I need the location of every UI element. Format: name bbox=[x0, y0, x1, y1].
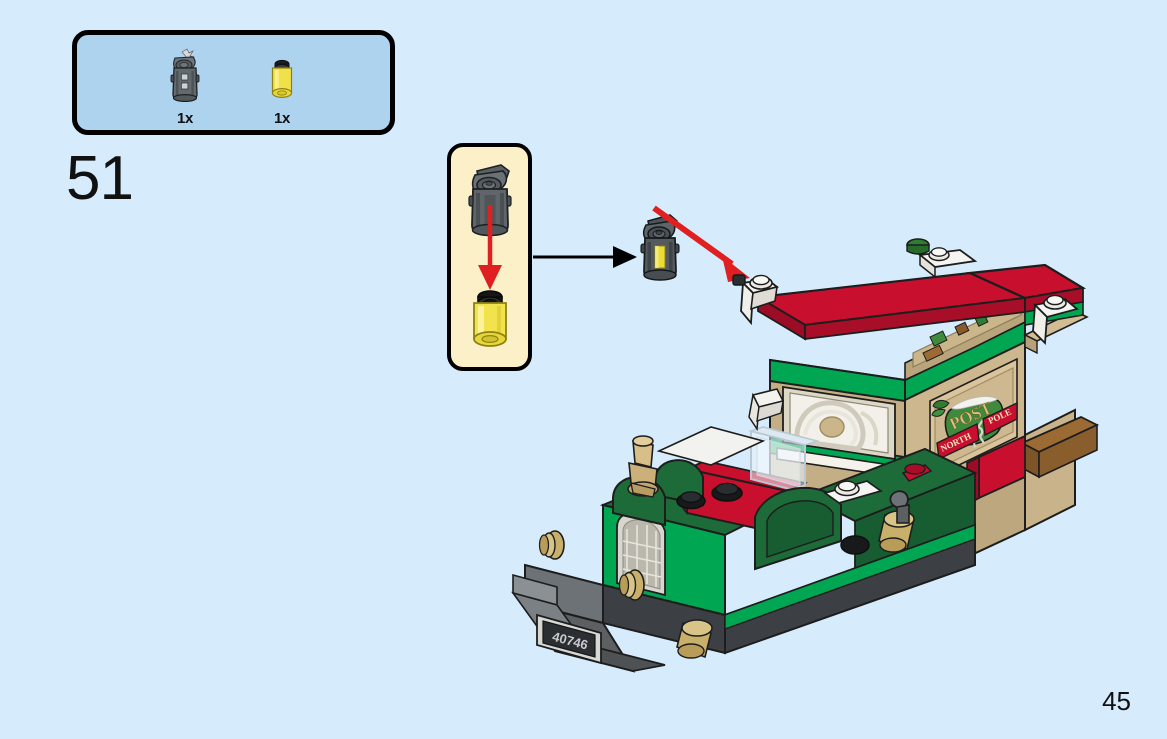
rear-stud-plate bbox=[823, 480, 883, 504]
base-green-stripe bbox=[724, 524, 976, 630]
part-slot-round-brick: 1x bbox=[237, 47, 327, 127]
roof-stud-plate bbox=[917, 247, 978, 279]
callout-lantern-housing bbox=[468, 164, 512, 237]
callout-red-arrow bbox=[478, 205, 502, 290]
lantern-housing-icon bbox=[140, 47, 230, 109]
chassis-detail bbox=[840, 535, 870, 555]
part-quantity-label: 1x bbox=[176, 110, 194, 127]
train-locomotive: 40746 bbox=[511, 388, 978, 673]
part-quantity-label: 1x bbox=[273, 110, 291, 127]
round-brick-1x1-icon bbox=[237, 47, 327, 109]
sub-assembly-callout-box bbox=[447, 143, 532, 371]
lantern-attachment-bracket bbox=[732, 274, 779, 326]
chimney-gold bbox=[627, 435, 659, 498]
buffer-front bbox=[538, 530, 565, 560]
sign-banner-left bbox=[936, 422, 980, 461]
side-clip bbox=[889, 490, 910, 524]
step-number: 51 bbox=[66, 144, 134, 213]
part-slot-lantern-housing: 1x bbox=[140, 47, 230, 127]
buffer-bottom bbox=[676, 619, 713, 659]
page-number: 45 bbox=[1102, 686, 1131, 716]
callout-contents bbox=[468, 164, 512, 347]
callout-round-brick bbox=[473, 290, 507, 347]
roof-bracket-right bbox=[1032, 294, 1079, 346]
sign-banner-right bbox=[982, 401, 1018, 437]
parts-inventory-box: 1x bbox=[72, 30, 395, 135]
roof-plate-white bbox=[656, 426, 766, 466]
assembled-lantern bbox=[630, 203, 692, 293]
green-hook bbox=[748, 388, 785, 432]
train-number-plate: 40746 bbox=[536, 613, 602, 665]
black-assembly-arrow bbox=[533, 245, 643, 269]
buffer-side bbox=[618, 569, 645, 601]
main-model-assembly: POST NORTH POLE bbox=[505, 205, 1105, 700]
